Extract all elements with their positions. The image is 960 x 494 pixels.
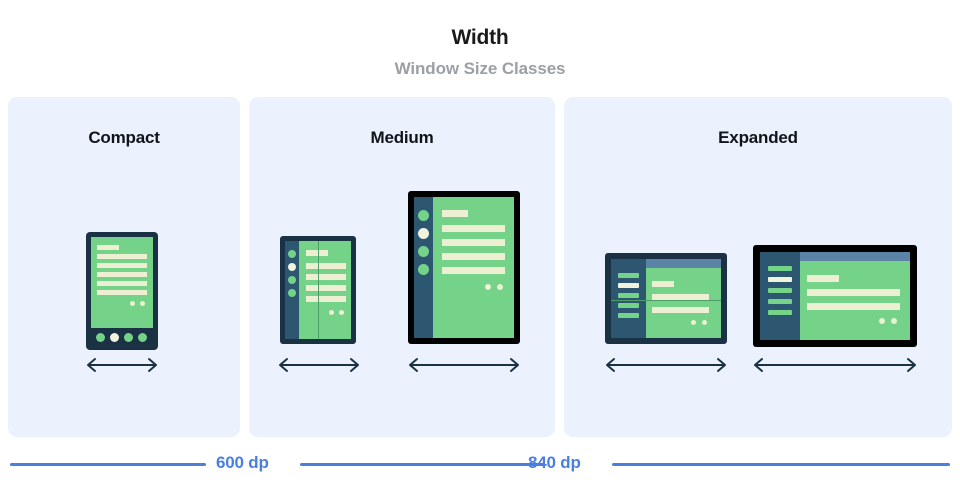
nav-item-selected[interactable] bbox=[110, 333, 119, 342]
content-line bbox=[97, 254, 147, 259]
tablet-screen bbox=[414, 197, 514, 338]
nav-item[interactable] bbox=[768, 288, 792, 293]
header: Width Window Size Classes bbox=[0, 0, 960, 79]
breakpoint-label-600: 600 dp bbox=[216, 453, 269, 472]
tablet-screen bbox=[760, 252, 910, 340]
content-line bbox=[442, 210, 468, 217]
panel-medium: Medium bbox=[249, 97, 555, 437]
device-foldable-medium bbox=[280, 236, 356, 344]
content-line bbox=[442, 253, 505, 260]
panel-expanded: Expanded bbox=[564, 97, 952, 437]
device-tablet-expanded bbox=[753, 245, 917, 347]
content-line bbox=[652, 294, 709, 300]
content-dot bbox=[485, 284, 491, 290]
content-dot bbox=[497, 284, 503, 290]
nav-item[interactable] bbox=[96, 333, 105, 342]
content-line bbox=[97, 281, 147, 286]
scale-rule-segment bbox=[300, 463, 545, 466]
device-tablet-medium bbox=[408, 191, 520, 344]
nav-item[interactable] bbox=[418, 210, 429, 221]
nav-item-selected[interactable] bbox=[618, 283, 639, 288]
content-dot bbox=[691, 320, 696, 325]
width-arrow-tablet-expanded bbox=[751, 355, 919, 375]
foldable-screen bbox=[611, 259, 721, 338]
width-arrow-tablet-medium bbox=[406, 355, 522, 375]
width-arrow-foldable-expanded bbox=[603, 355, 729, 375]
nav-item[interactable] bbox=[138, 333, 147, 342]
content-line bbox=[652, 307, 709, 313]
content-dot bbox=[130, 301, 135, 306]
content-line bbox=[442, 267, 505, 274]
foldable-screen bbox=[285, 241, 351, 339]
nav-item-selected[interactable] bbox=[288, 263, 296, 271]
page-title: Width bbox=[451, 26, 509, 49]
nav-item[interactable] bbox=[618, 293, 639, 298]
nav-item[interactable] bbox=[618, 313, 639, 318]
device-phone-compact bbox=[86, 232, 158, 350]
nav-item[interactable] bbox=[288, 250, 296, 258]
content-line bbox=[306, 296, 346, 302]
nav-item[interactable] bbox=[618, 303, 639, 308]
content-line bbox=[306, 263, 346, 269]
content-line bbox=[97, 263, 147, 268]
page-subtitle: Window Size Classes bbox=[394, 59, 566, 78]
nav-item[interactable] bbox=[288, 289, 296, 297]
content-dot bbox=[879, 318, 885, 324]
nav-item[interactable] bbox=[768, 266, 792, 271]
width-arrow-foldable-medium bbox=[276, 355, 362, 375]
fold-crease-horizontal bbox=[611, 300, 721, 301]
panel-label-expanded: Expanded bbox=[718, 128, 798, 147]
app-top-bar bbox=[646, 259, 721, 268]
content-line bbox=[442, 225, 505, 232]
nav-item[interactable] bbox=[418, 264, 429, 275]
content-dot bbox=[329, 310, 334, 315]
content-dot bbox=[339, 310, 344, 315]
app-top-bar bbox=[800, 252, 910, 261]
nav-item[interactable] bbox=[124, 333, 133, 342]
content-line bbox=[807, 289, 900, 296]
panel-label-compact: Compact bbox=[88, 128, 160, 147]
phone-bottom-nav bbox=[91, 330, 153, 345]
panel-compact: Compact bbox=[8, 97, 240, 437]
width-arrow-compact bbox=[84, 355, 160, 375]
phone-screen bbox=[91, 237, 153, 328]
scale-rule-segment bbox=[10, 463, 206, 466]
breakpoint-scale: 600 dp 840 dp bbox=[0, 438, 960, 494]
nav-item[interactable] bbox=[768, 310, 792, 315]
content-dot bbox=[702, 320, 707, 325]
content-line bbox=[306, 285, 346, 291]
nav-item-selected[interactable] bbox=[418, 228, 429, 239]
nav-item[interactable] bbox=[768, 299, 792, 304]
content-line bbox=[97, 290, 147, 295]
fold-crease-vertical bbox=[318, 241, 319, 339]
navigation-drawer bbox=[611, 259, 646, 338]
content-line bbox=[652, 281, 674, 287]
content-line bbox=[97, 245, 119, 250]
panel-label-medium: Medium bbox=[370, 128, 434, 147]
scale-rule-segment bbox=[612, 463, 950, 466]
content-line bbox=[306, 250, 328, 256]
content-line bbox=[442, 239, 505, 246]
content-line bbox=[97, 272, 147, 277]
content-line bbox=[807, 303, 900, 310]
breakpoint-label-840: 840 dp bbox=[528, 453, 581, 472]
nav-item-selected[interactable] bbox=[768, 277, 792, 282]
content-line bbox=[807, 275, 839, 282]
content-dot bbox=[891, 318, 897, 324]
content-dot bbox=[140, 301, 145, 306]
nav-item[interactable] bbox=[418, 246, 429, 257]
nav-item[interactable] bbox=[618, 273, 639, 278]
nav-item[interactable] bbox=[288, 276, 296, 284]
device-foldable-expanded bbox=[605, 253, 727, 344]
content-line bbox=[306, 274, 346, 280]
